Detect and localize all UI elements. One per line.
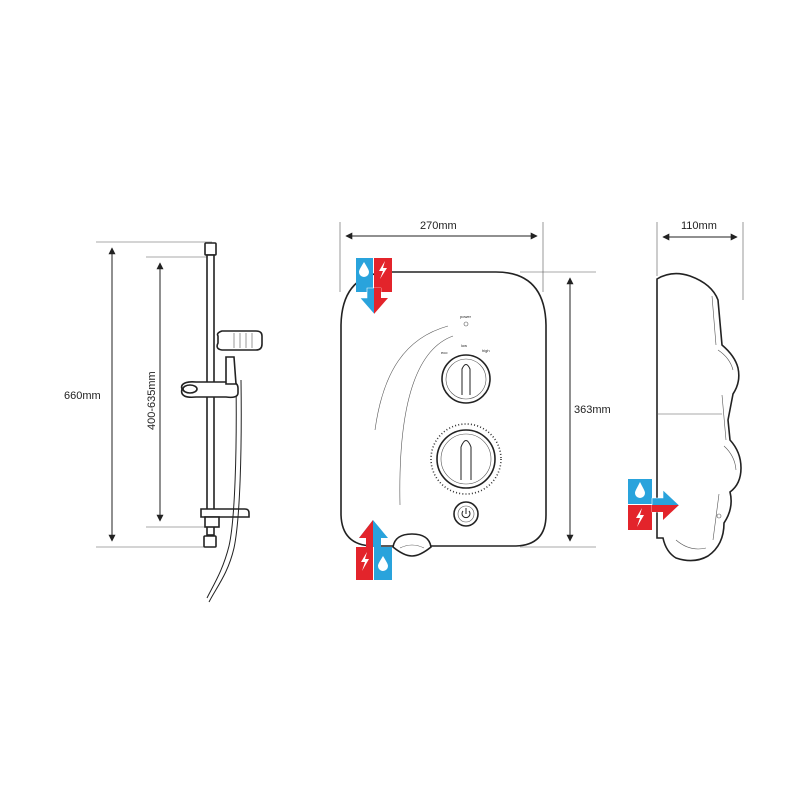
label-low: low: [461, 343, 467, 348]
front-view: 270mm 363mm power eco low high: [339, 220, 611, 580]
front-curve-inner: [399, 335, 454, 506]
rail-top-cap: [204, 242, 217, 256]
rail-bottom-bracket: [200, 508, 250, 518]
label-eco: eco: [441, 350, 448, 355]
front-curve-outer: [374, 325, 449, 431]
shower-unit-body: [340, 271, 547, 547]
water-drop-icon: [378, 556, 388, 571]
supply-entry-bottom: [356, 520, 392, 580]
slider-bracket: [180, 381, 239, 399]
dim-label-unit-depth: 110mm: [681, 220, 717, 232]
supply-entry-side: [628, 479, 680, 530]
lightning-icon: [636, 508, 644, 527]
water-drop-icon: [359, 262, 369, 277]
electric-supply-block: [374, 258, 392, 292]
power-indicator-light: [463, 321, 469, 327]
dim-label-rail-adjust: 400-635mm: [146, 371, 158, 430]
side-view: 110mm: [628, 220, 744, 562]
temperature-dial[interactable]: [430, 423, 502, 495]
shower-hose-inner: [206, 379, 237, 599]
slider-knob: [182, 384, 198, 394]
lightning-icon: [361, 552, 369, 571]
handset-head: [216, 330, 263, 351]
handset-handle: [225, 356, 237, 385]
arrow-icon-red-half: [652, 505, 679, 520]
lightning-icon: [379, 261, 387, 279]
arrow-icon-red-half: [359, 520, 373, 547]
dim-label-unit-width: 270mm: [420, 220, 457, 232]
water-drop-icon: [635, 482, 645, 498]
temperature-scale-dots: [430, 423, 502, 495]
start-stop-button[interactable]: [453, 501, 479, 527]
dim-label-total-height: 660mm: [64, 390, 101, 402]
riser-rail-view: 660mm 400-635mm: [64, 241, 263, 603]
label-high: high: [482, 348, 490, 353]
unit-side-profile: [656, 272, 742, 562]
supply-entry-top: [356, 258, 392, 315]
dim-label-unit-height: 363mm: [574, 404, 611, 416]
rail-bottom-holder: [204, 516, 220, 528]
label-power: power: [460, 314, 472, 319]
rail-bottom-cap: [203, 535, 217, 548]
power-selector-dial[interactable]: [441, 354, 491, 404]
arrow-icon-red-half: [374, 288, 388, 314]
shower-hose: [208, 379, 242, 603]
